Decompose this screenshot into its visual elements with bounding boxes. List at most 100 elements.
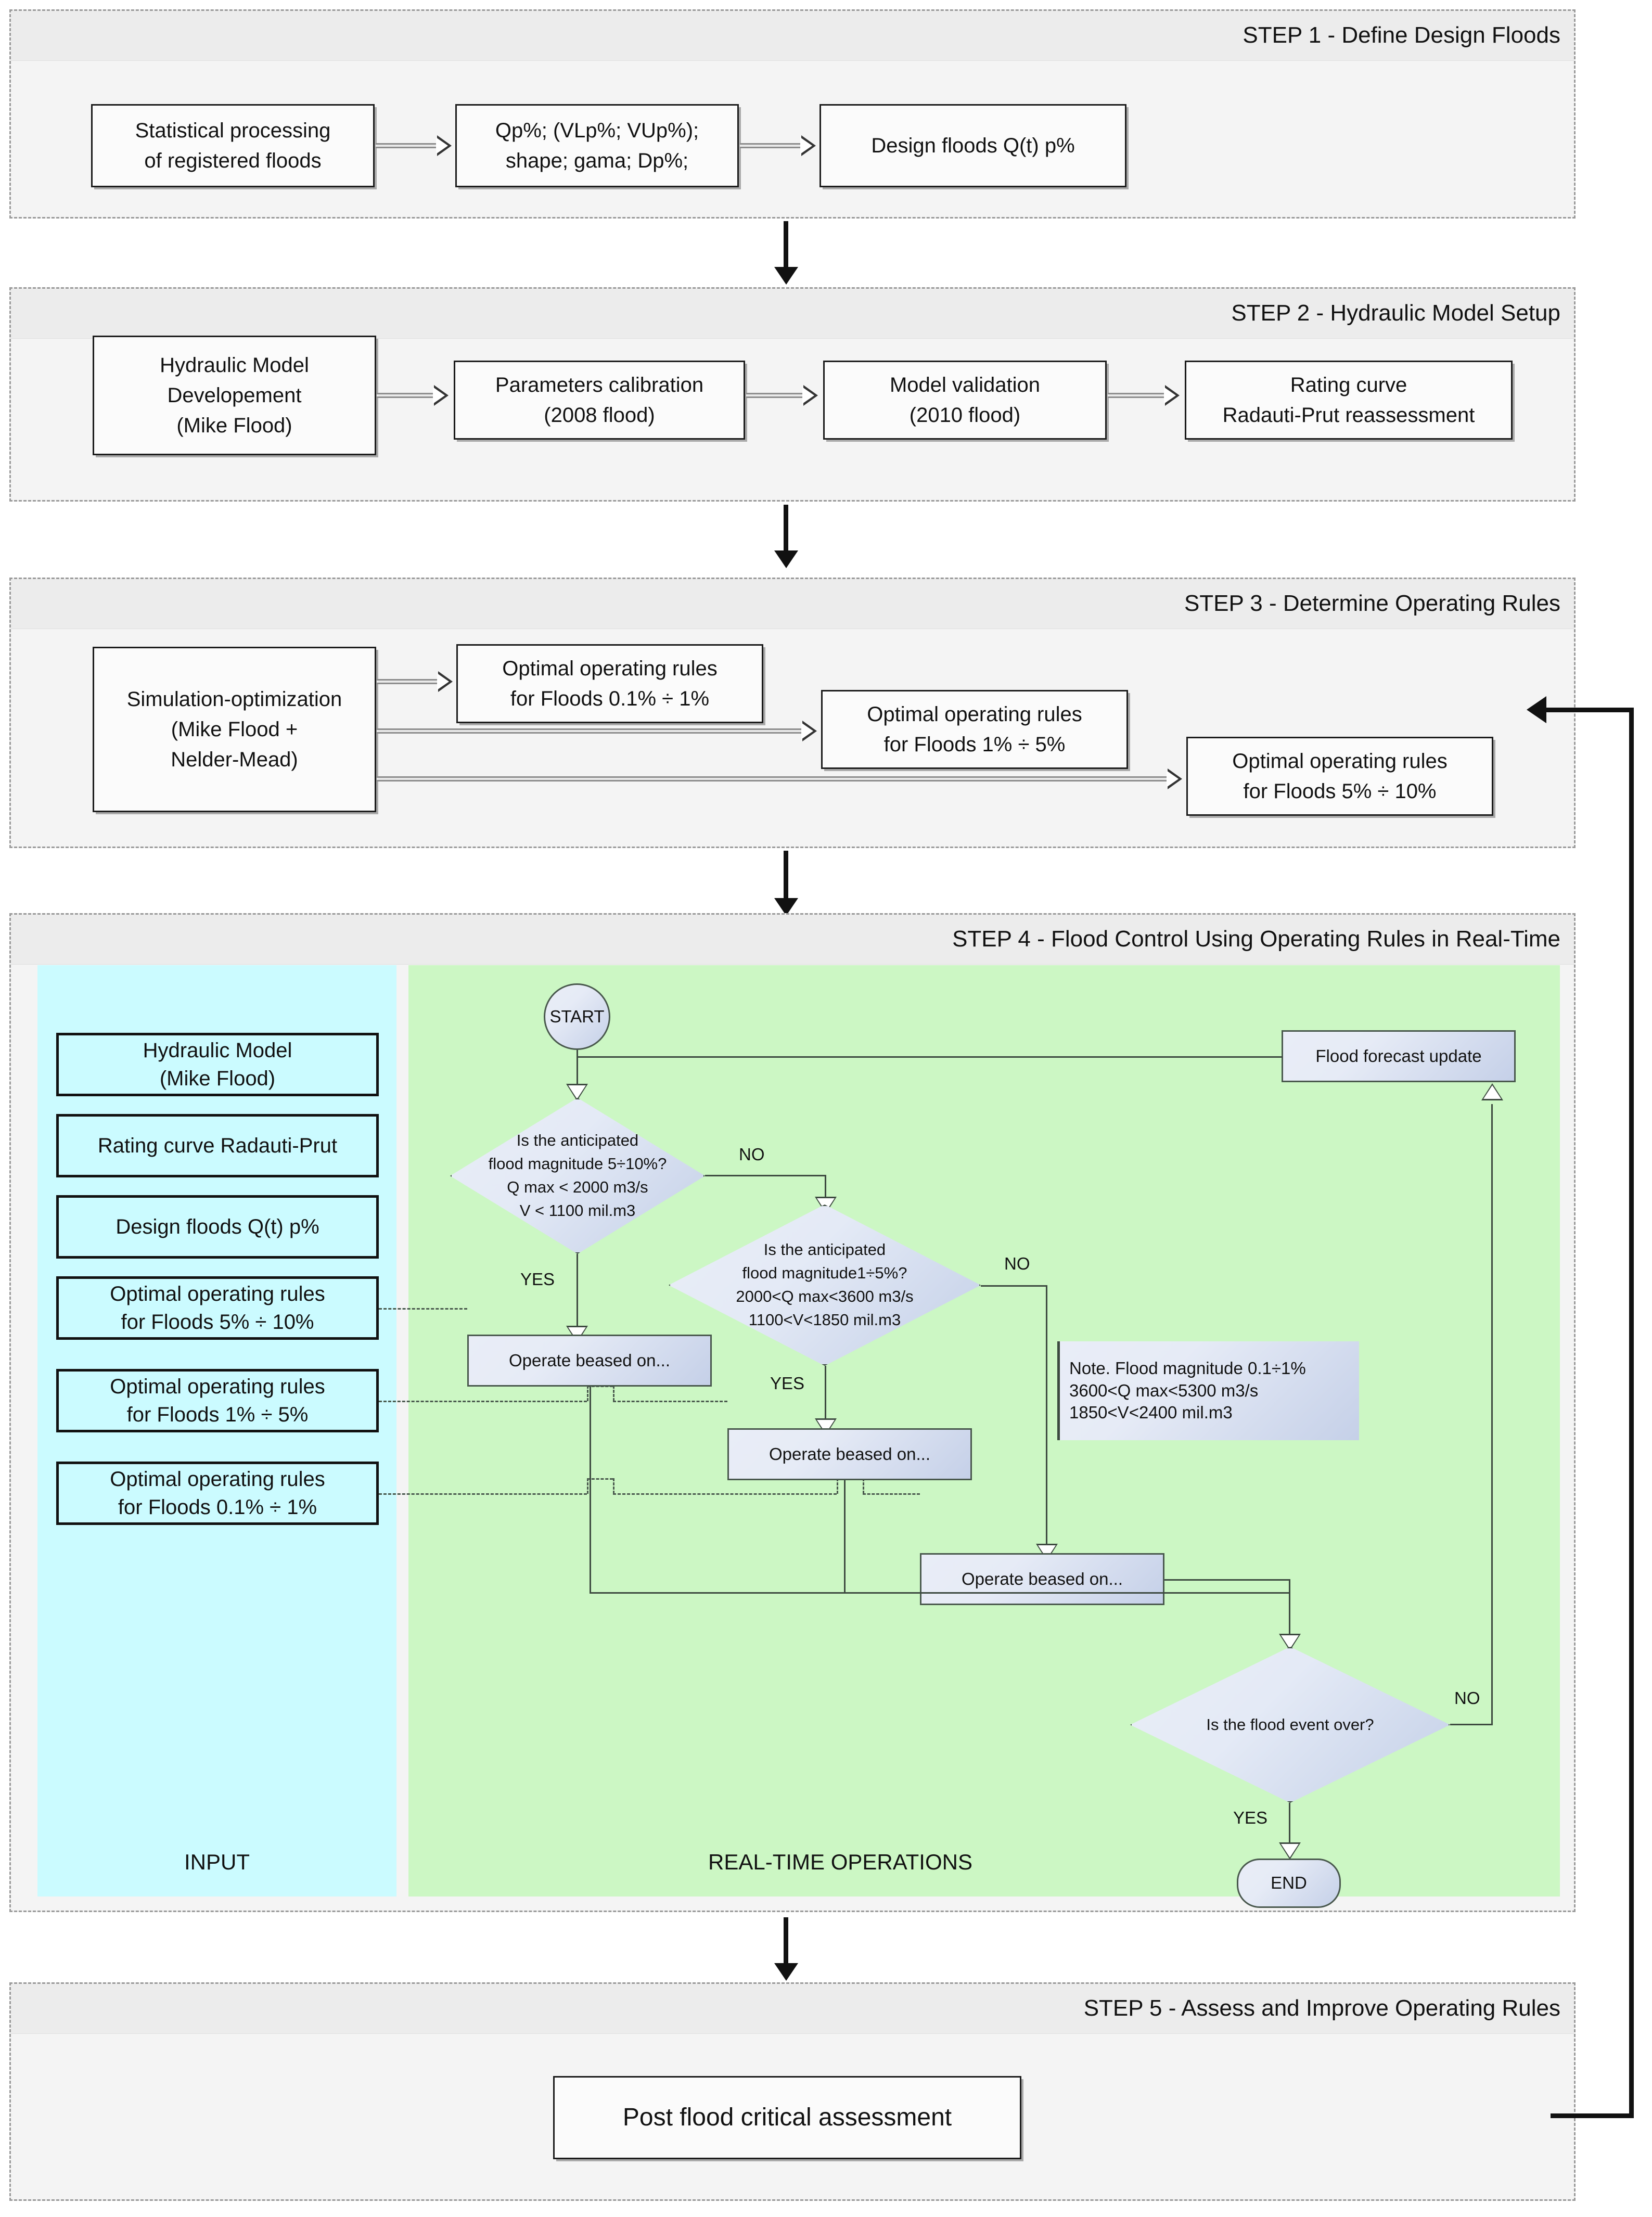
step-2-box-1: Hydraulic Model Developement (Mike Flood…	[93, 336, 376, 455]
dashed-link-rules-01-1-hop1-l	[587, 1478, 588, 1494]
step-1-arrow-2-head	[800, 135, 816, 156]
step-2-arrow-2-line	[746, 393, 803, 398]
operations-panel-caption: REAL-TIME OPERATIONS	[708, 1850, 972, 1874]
edge-op2-down	[844, 1480, 846, 1594]
edge-forecast-to-start	[577, 1056, 1283, 1058]
edge-op-bus	[590, 1592, 1289, 1594]
dashed-link-rules-01-1-hop1-t	[587, 1478, 613, 1480]
input-panel-caption: INPUT	[184, 1850, 250, 1874]
dashed-link-rules-1-5-hop-l	[587, 1386, 588, 1401]
edge-label-d2-no: NO	[1004, 1254, 1030, 1273]
dashed-link-rules-01-1-c	[863, 1493, 920, 1495]
step-1-box-2: Qp%; (VLp%; VUp%); shape; gama; Dp%;	[455, 104, 739, 187]
dashed-link-rules-01-1-a	[379, 1493, 587, 1495]
step-2-box-4: Rating curve Radauti-Prut reassessment	[1185, 361, 1513, 440]
edge-op3-right	[1164, 1579, 1290, 1581]
input-box-design-floods: Design floods Q(t) p%	[56, 1195, 379, 1259]
step-4-header	[11, 915, 1574, 965]
step-3-box-rules-5-10: Optimal operating rules for Floods 5% ÷ …	[1186, 737, 1493, 816]
connector-step2-step3	[784, 505, 788, 557]
edge-d3-no-head	[1481, 1083, 1503, 1100]
decision-3-label: Is the flood event over?	[1206, 1715, 1374, 1734]
dashed-link-rules-01-1-hop2-r	[863, 1478, 864, 1494]
step-2-arrow-3-head	[1164, 385, 1180, 406]
dashed-link-rules-01-1-hop2-l	[837, 1478, 838, 1494]
edge-op3-down	[1289, 1579, 1290, 1642]
step-2-header	[11, 289, 1574, 339]
step-5-title: STEP 5 - Assess and Improve Operating Ru…	[1083, 1995, 1560, 2021]
edge-start-to-d1-head	[566, 1084, 588, 1101]
step-1-title: STEP 1 - Define Design Floods	[1243, 22, 1560, 48]
decision-1: Is the anticipated flood magnitude 5÷10%…	[450, 1098, 705, 1254]
step-3-header	[11, 579, 1574, 629]
step-2-arrow-1-head	[433, 385, 449, 406]
edge-d2-yes	[825, 1366, 826, 1426]
decision-3: Is the flood event over?	[1130, 1647, 1450, 1803]
edge-d1-yes	[577, 1254, 578, 1332]
edge-d2-no-v	[1046, 1285, 1047, 1550]
connector-step1-step2	[784, 221, 788, 273]
connector-step3-step4	[784, 851, 788, 905]
feedback-loop-vertical	[1629, 708, 1634, 2118]
operate-box-1: Operate beased on...	[467, 1335, 712, 1387]
start-node: START	[544, 983, 610, 1050]
step-3-box-rules-1-5: Optimal operating rules for Floods 1% ÷ …	[821, 690, 1128, 769]
edge-op1-down	[590, 1387, 591, 1594]
edge-d3-yes	[1289, 1803, 1290, 1850]
feedback-loop-head	[1527, 696, 1546, 723]
step-3-arrow-1-head	[437, 671, 453, 692]
step-1-box-1: Statistical processing of registered flo…	[91, 104, 375, 187]
decision-2-label: Is the anticipated flood magnitude1÷5%? …	[736, 1240, 914, 1329]
step-2-arrow-3-line	[1108, 393, 1165, 398]
step-2-title: STEP 2 - Hydraulic Model Setup	[1231, 300, 1560, 326]
dashed-link-rules-1-5-hop-r	[613, 1386, 614, 1401]
step-1-arrow-1-head	[436, 135, 452, 156]
flood-forecast-update-node: Flood forecast update	[1282, 1030, 1516, 1082]
connector-step1-step2-head	[774, 267, 798, 285]
step-5-box-post-flood: Post flood critical assessment	[553, 2076, 1021, 2159]
step-1-arrow-1-line	[376, 143, 437, 148]
input-box-hydraulic-model: Hydraulic Model (Mike Flood)	[56, 1033, 379, 1096]
dashed-link-rules-1-5-a	[379, 1401, 587, 1402]
connector-step2-step3-head	[774, 550, 798, 568]
step-3-box-rules-01-1: Optimal operating rules for Floods 0.1% …	[456, 644, 763, 723]
dashed-link-rules-01-1-b	[613, 1493, 837, 1495]
step-4-title: STEP 4 - Flood Control Using Operating R…	[952, 926, 1560, 952]
edge-label-d1-no: NO	[739, 1145, 765, 1164]
step-2-arrow-2-head	[802, 385, 818, 406]
edge-to-d3-head	[1279, 1634, 1301, 1651]
dashed-link-rules-01-1-hop1-r	[613, 1478, 614, 1494]
decision-2: Is the anticipated flood magnitude1÷5%? …	[669, 1204, 981, 1366]
step-3-title: STEP 3 - Determine Operating Rules	[1184, 591, 1560, 616]
step-3-arrow-1-line	[377, 679, 438, 684]
edge-d1-no	[705, 1175, 826, 1176]
step-3-box-simopt: Simulation-optimization (Mike Flood + Ne…	[93, 647, 376, 812]
step-1-arrow-2-line	[740, 143, 801, 148]
edge-d2-no	[981, 1285, 1047, 1287]
edge-label-d3-yes: YES	[1233, 1808, 1268, 1827]
connector-step3-step4-head	[774, 898, 798, 916]
edge-d1-no-v	[825, 1175, 826, 1203]
decision-1-label: Is the anticipated flood magnitude 5÷10%…	[488, 1131, 667, 1220]
operate-box-3: Operate beased on...	[920, 1553, 1164, 1605]
step-2-box-3: Model validation (2010 flood)	[823, 361, 1107, 440]
dashed-link-rules-5-10	[379, 1308, 467, 1310]
edge-d3-no-up	[1491, 1104, 1493, 1725]
step-3-arrow-2-line	[377, 728, 802, 734]
input-box-rating-curve: Rating curve Radauti-Prut	[56, 1114, 379, 1177]
dashed-link-rules-1-5-b	[613, 1401, 727, 1402]
input-box-rules-1-5: Optimal operating rules for Floods 1% ÷ …	[56, 1369, 379, 1432]
connector-step4-step5	[784, 1917, 788, 1969]
operate-box-2: Operate beased on...	[727, 1428, 972, 1480]
end-node: END	[1237, 1859, 1341, 1908]
step-2-box-2: Parameters calibration (2008 flood)	[454, 361, 745, 440]
feedback-loop-top	[1545, 708, 1634, 712]
edge-d3-no	[1450, 1724, 1493, 1725]
step-5-header	[11, 1984, 1574, 2034]
step-2-arrow-1-line	[377, 393, 434, 398]
note-box: Note. Flood magnitude 0.1÷1% 3600<Q max<…	[1057, 1341, 1359, 1440]
edge-start-to-d1	[577, 1050, 578, 1090]
connector-step4-step5-head	[774, 1963, 798, 1981]
step-1-box-3: Design floods Q(t) p%	[819, 104, 1126, 187]
